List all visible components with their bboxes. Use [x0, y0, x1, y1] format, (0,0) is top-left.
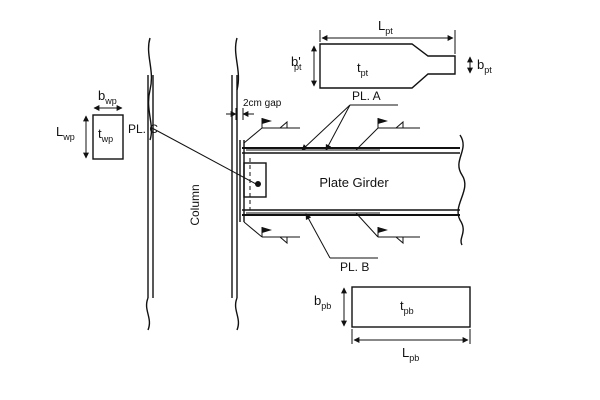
plate-girder: Plate Girder: [242, 134, 466, 246]
plate-girder-label: Plate Girder: [319, 175, 389, 190]
bottom-plate-detail: tpb bpb Lpb: [314, 286, 471, 363]
top-plate-detail: tpt Lpt b'pt bpt: [291, 18, 492, 89]
pl-b-label: PL. B: [340, 260, 369, 274]
pl-c-label: PL. C: [128, 122, 158, 136]
web-plate-detail: twp bwp Lwp: [56, 88, 124, 160]
l-pt-label: Lpt: [378, 18, 393, 36]
pl-a-callout: PL. A: [301, 89, 398, 151]
gap-label: 2cm gap: [243, 98, 282, 109]
gap-dimension: 2cm gap: [226, 98, 282, 120]
b-wp-label: bwp: [98, 88, 117, 106]
pl-c-callout: PL. C: [128, 122, 257, 185]
t-pb-label: tpb: [400, 298, 414, 316]
l-wp-label: Lwp: [56, 124, 75, 142]
pl-a-label: PL. A: [352, 89, 381, 103]
l-pb-label: Lpb: [402, 345, 419, 363]
column-label: Column: [188, 184, 202, 225]
flange-plates: [239, 140, 380, 222]
weld-symbols-bottom: [243, 212, 420, 245]
t-wp-label: twp: [98, 126, 113, 144]
b-pb-label: bpb: [314, 293, 331, 311]
column: Column: [145, 37, 240, 331]
weld-symbols-top: [243, 118, 420, 151]
pl-b-callout: PL. B: [305, 213, 378, 274]
b-pt-label: bpt: [477, 57, 492, 75]
t-pt-label: tpt: [357, 60, 369, 78]
b-pt-prime-label: b'pt: [291, 54, 302, 72]
